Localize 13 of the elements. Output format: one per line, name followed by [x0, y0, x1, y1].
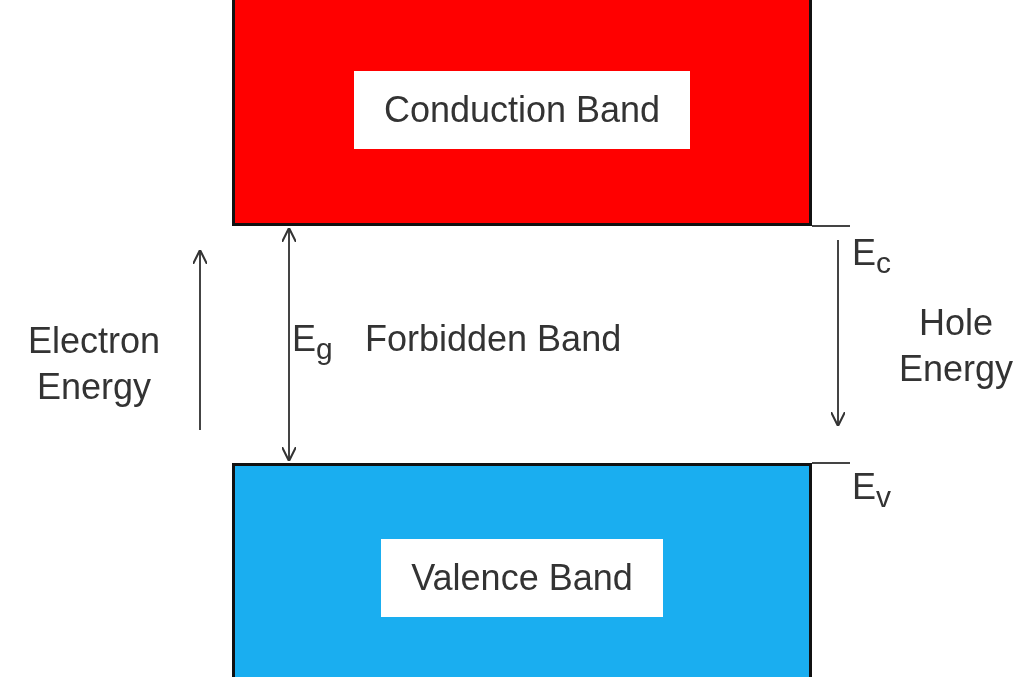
axis-label: Hole Energy: [897, 301, 1015, 391]
energy-level-label: E$_{v}$: [852, 464, 896, 510]
edge-label: E$_{g}$: [292, 317, 333, 368]
axis-label: Electron Energy: [26, 319, 162, 409]
leader-line: [811, 462, 851, 464]
leader-line: [811, 225, 851, 227]
double-arrow: [280, 226, 298, 463]
region-label: Forbidden Band: [365, 317, 623, 361]
band-label: Valence Band: [381, 539, 663, 617]
valence-band: [232, 463, 812, 677]
band-label: Conduction Band: [353, 71, 691, 149]
energy-level-label: E$_{c}$: [852, 230, 896, 276]
conduction-band: [232, 0, 812, 226]
